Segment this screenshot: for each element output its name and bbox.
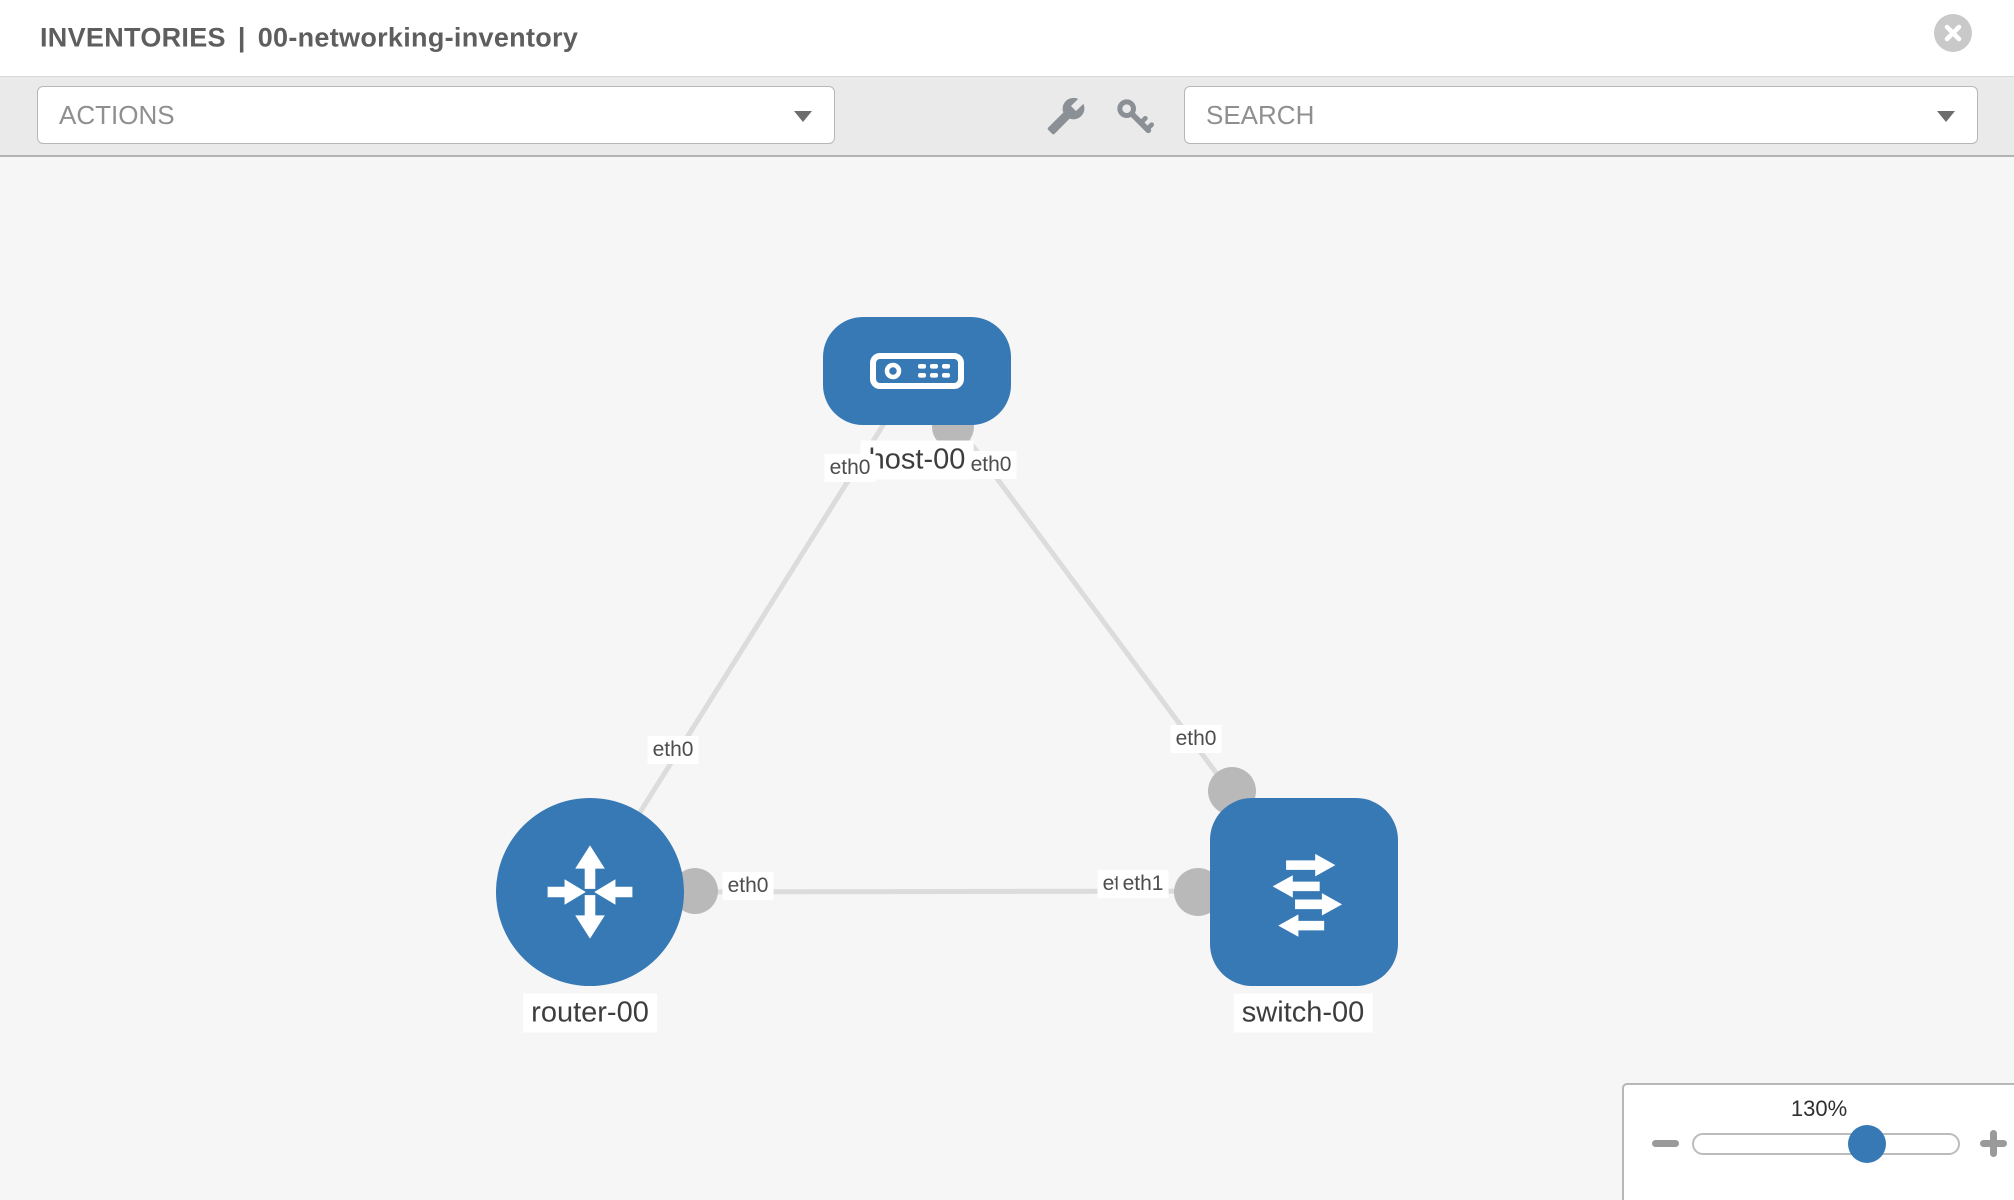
router-node[interactable] xyxy=(496,798,684,986)
chevron-down-icon xyxy=(1937,111,1955,122)
switch-icon xyxy=(1272,853,1343,937)
host-node-label: host-00 xyxy=(860,440,974,480)
search-dropdown-label: SEARCH xyxy=(1206,99,1315,130)
router-node-label: router-00 xyxy=(523,993,657,1033)
close-icon xyxy=(1944,24,1962,42)
port-label-host-eth0-left: eth0 xyxy=(824,454,876,482)
wrench-icon[interactable] xyxy=(1046,96,1086,136)
breadcrumb-separator: | xyxy=(237,22,246,53)
actions-dropdown-label: ACTIONS xyxy=(59,99,175,130)
actions-dropdown[interactable]: ACTIONS xyxy=(37,86,835,144)
router-icon xyxy=(547,845,633,939)
switch-node-label: switch-00 xyxy=(1233,993,1373,1033)
zoom-slider-thumb[interactable] xyxy=(1848,1125,1886,1163)
links-layer xyxy=(587,369,1307,916)
port-label-host-eth0-right: eth0 xyxy=(965,451,1017,479)
zoom-in-icon[interactable] xyxy=(1980,1130,2007,1157)
switch-node[interactable] xyxy=(1210,798,1398,986)
header: INVENTORIES | 00-networking-inventory xyxy=(0,0,2014,76)
host-node[interactable] xyxy=(823,317,1011,425)
close-button[interactable] xyxy=(1934,14,1972,52)
page-title: INVENTORIES | 00-networking-inventory xyxy=(40,23,578,54)
port-label-switch-eth0-uplink: eth0 xyxy=(1170,725,1222,753)
zoom-percent-value: 130% xyxy=(1790,1096,1848,1121)
interface-connector-router[interactable] xyxy=(672,868,718,914)
inventory-name: 00-networking-inventory xyxy=(257,22,579,53)
port-label-router-eth0: eth0 xyxy=(722,872,774,900)
chevron-down-icon xyxy=(794,111,812,122)
topology-canvas[interactable]: host-00 router-00 switch-00 eth0 eth0 et… xyxy=(0,157,2014,1200)
zoom-slider[interactable] xyxy=(1692,1125,1960,1163)
zoom-out-icon[interactable] xyxy=(1652,1140,1679,1147)
key-icon[interactable] xyxy=(1114,96,1154,136)
zoom-control-panel: 130% xyxy=(1622,1083,2014,1200)
search-dropdown[interactable]: SEARCH xyxy=(1184,86,1978,144)
port-label-switch-eth1: eth1 xyxy=(1117,870,1169,898)
host-icon xyxy=(870,353,964,389)
toolbar: ACTIONS SEARCH xyxy=(0,76,2014,157)
breadcrumb-section: INVENTORIES xyxy=(40,22,226,53)
port-label-router-eth0-uplink: eth0 xyxy=(647,736,699,764)
